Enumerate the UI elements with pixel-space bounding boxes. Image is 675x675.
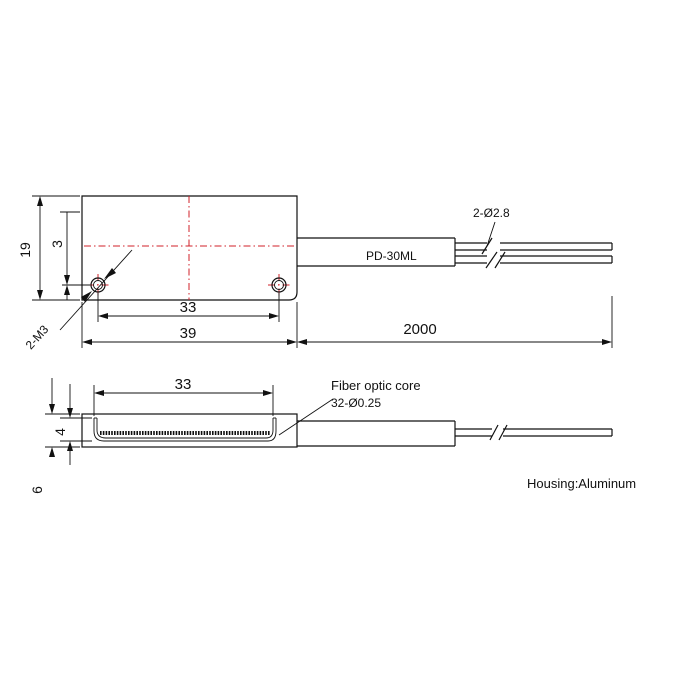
dim-core-height: 4: [52, 384, 92, 465]
hole-callout: 2-M3: [23, 249, 133, 352]
svg-text:33: 33: [180, 299, 197, 316]
fiber-core-leader: [278, 398, 334, 436]
svg-text:39: 39: [180, 325, 197, 342]
svg-text:2000: 2000: [403, 321, 436, 338]
fibers-side: [455, 424, 613, 441]
fiber-core-spec: 32-Ø0.25: [331, 396, 381, 410]
fiber-core-slot: [93, 418, 277, 442]
side-view: Fiber optic core 32-Ø0.25 33 6: [29, 376, 613, 494]
mounting-hole-right-inner: [274, 280, 284, 290]
model-label: PD-30ML: [366, 249, 417, 263]
dim-core-length: 33: [93, 376, 274, 416]
svg-text:2-M3: 2-M3: [23, 322, 52, 352]
dim-hole-offset: 3: [49, 211, 90, 300]
fiber-callout: 2-Ø2.8: [473, 206, 510, 220]
mounting-hole-left-inner: [93, 280, 103, 290]
housing-body-side: [81, 413, 298, 448]
top-view: PD-30ML 2-Ø2.8 19: [17, 195, 613, 352]
svg-text:3: 3: [49, 240, 65, 248]
svg-text:4: 4: [52, 428, 68, 436]
svg-text:33: 33: [175, 376, 192, 393]
fiber-callout-leader: [486, 221, 496, 247]
housing-note: Housing:Aluminum: [527, 476, 636, 491]
mounting-hole-left: [90, 277, 106, 293]
dim-height: 19: [17, 195, 80, 301]
svg-text:6: 6: [29, 486, 45, 494]
fibers-top: [455, 237, 613, 269]
dim-cable-length: 2000: [297, 296, 613, 348]
mounting-hole-right: [271, 277, 287, 293]
svg-text:19: 19: [17, 242, 33, 258]
housing-body-top: [81, 195, 298, 301]
dim-length: 39: [81, 302, 298, 348]
dim-thickness: 6: [29, 378, 80, 494]
fiber-core-label: Fiber optic core: [331, 378, 421, 393]
dim-hole-spacing: 33: [97, 293, 280, 322]
cable-sleeve-side: [297, 420, 456, 447]
